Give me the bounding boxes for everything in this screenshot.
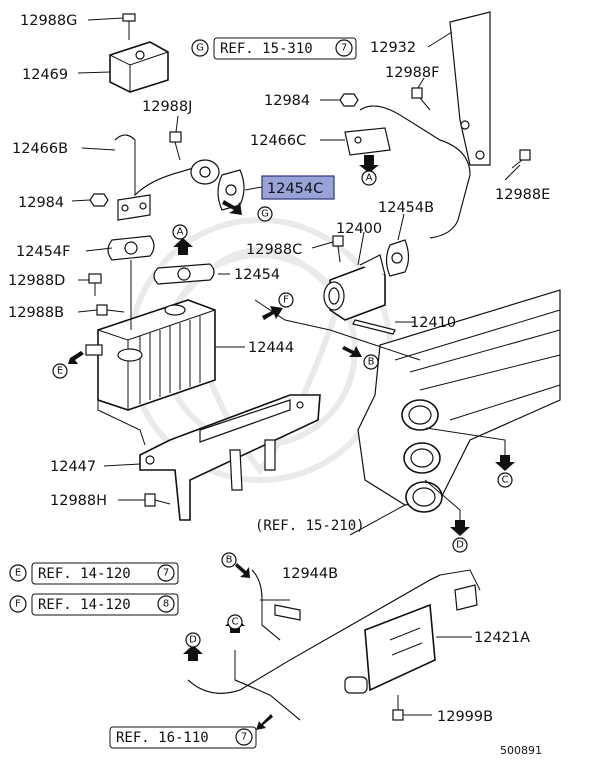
svg-text:REF. 15-310: REF. 15-310 [220, 41, 313, 57]
ref-f-14-120[interactable]: F REF. 14-120 8 [9, 593, 179, 616]
gasket-12454f-drawing [107, 235, 155, 261]
svg-text:7: 7 [341, 43, 347, 54]
svg-text:D: D [189, 635, 197, 646]
gasket-12454-drawing [153, 263, 215, 285]
label-12999b[interactable]: 12999B [437, 709, 493, 725]
svg-text:B: B [226, 555, 233, 566]
bolt-12988j-drawing [169, 131, 182, 161]
marker-c-right: C [497, 472, 513, 488]
marker-b-bottom: B [221, 552, 237, 568]
marker-d-right: D [452, 537, 468, 553]
svg-text:F: F [283, 295, 289, 306]
label-12988f[interactable]: 12988F [385, 65, 439, 81]
svg-text:REF. 16-110: REF. 16-110 [116, 730, 209, 746]
label-12988e[interactable]: 12988E [495, 187, 550, 203]
label-12932[interactable]: 12932 [370, 40, 416, 56]
label-12454[interactable]: 12454 [234, 267, 280, 283]
svg-text:G: G [261, 209, 269, 220]
part-labels: 12988G 12469 12988J 12466B 12984 12454 F … [8, 13, 550, 725]
nut-12984-left-drawing [89, 193, 109, 207]
label-12988h[interactable]: 12988H [50, 493, 107, 509]
label-12469[interactable]: 12469 [22, 67, 68, 83]
ref-top-15-310[interactable]: G REF. 15-310 7 [191, 37, 357, 60]
nut-12984-right-drawing [339, 93, 359, 107]
label-12984-left[interactable]: 12984 [18, 195, 64, 211]
flange-12466c-drawing [344, 127, 391, 156]
label-12466b[interactable]: 12466B [12, 141, 68, 157]
svg-text:F: F [15, 599, 21, 610]
svg-text:D: D [456, 540, 464, 551]
label-12988g[interactable]: 12988G [20, 13, 77, 29]
bolt-12988h-drawing [144, 493, 171, 507]
svg-text:E: E [15, 568, 21, 579]
svg-text:G: G [196, 43, 204, 54]
marker-f: F [278, 292, 294, 308]
marker-d-bottom: D [185, 632, 201, 648]
svg-text:C: C [232, 617, 239, 628]
pipe-12466b-drawing [114, 134, 220, 221]
label-12447[interactable]: 12447 [50, 459, 96, 475]
svg-text:B: B [368, 357, 375, 368]
svg-text:A: A [177, 227, 184, 238]
gasket-12454c-drawing [217, 169, 245, 211]
egr-cooler-12444-drawing [85, 299, 216, 411]
label-12988j[interactable]: 12988J [142, 99, 192, 115]
svg-text:C: C [502, 475, 509, 486]
intake-manifold-drawing [357, 289, 561, 513]
label-12454c-highlighted[interactable]: 12454C [267, 181, 323, 197]
label-12988c[interactable]: 12988C [246, 242, 302, 258]
svg-text:8: 8 [163, 599, 169, 610]
svg-text:(REF. 15-210): (REF. 15-210) [255, 518, 365, 534]
marker-a-left: A [172, 224, 188, 240]
egr-valve-12400-drawing [323, 254, 386, 321]
marker-a-top: A [361, 170, 377, 186]
svg-text:7: 7 [163, 568, 169, 579]
label-12454f[interactable]: 12454F [16, 244, 70, 260]
bolt-12988g-drawing [122, 13, 136, 40]
marker-e-left: E [52, 363, 68, 379]
gasket-12410-drawing [352, 319, 396, 335]
label-12400[interactable]: 12400 [336, 221, 382, 237]
label-12984-right[interactable]: 12984 [264, 93, 310, 109]
label-12444[interactable]: 12444 [248, 340, 294, 356]
bracket-12469-drawing [109, 41, 169, 93]
label-12466c[interactable]: 12466C [250, 133, 306, 149]
bolt-12999b-drawing [392, 695, 404, 721]
hose-harness-drawing [187, 569, 481, 721]
ref-bottom-16-110[interactable]: REF. 16-110 7 [109, 726, 257, 749]
label-12944b[interactable]: 12944B [282, 566, 338, 582]
marker-b-mid: B [363, 354, 379, 370]
bolt-12988e-drawing [511, 149, 531, 169]
bracket-12447-drawing [139, 394, 321, 521]
svg-text:REF. 14-120: REF. 14-120 [38, 597, 131, 613]
egr-pipe-12932-drawing [359, 11, 491, 239]
label-12421a[interactable]: 12421A [474, 630, 530, 646]
label-12454b[interactable]: 12454B [378, 200, 434, 216]
marker-c-bottom: C [227, 614, 243, 630]
bolt-12988f-drawing [411, 87, 431, 111]
bolt-12988c-drawing [332, 235, 344, 263]
svg-text:E: E [57, 366, 63, 377]
gasket-12454b-drawing [385, 239, 410, 277]
ref-mid-15-210[interactable]: (REF. 15-210) [255, 518, 365, 534]
marker-g: G [257, 206, 273, 222]
svg-text:7: 7 [241, 732, 247, 743]
svg-text:A: A [366, 173, 373, 184]
bolt-12988b-drawing [96, 304, 125, 316]
solenoid-valve-12421a-drawing [344, 584, 478, 694]
diagram-id: 500891 [500, 744, 542, 757]
leader-lines [71, 17, 521, 716]
highlight-box-12454c [261, 175, 335, 200]
label-12410[interactable]: 12410 [410, 315, 456, 331]
label-12988d[interactable]: 12988D [8, 273, 65, 289]
bolt-12988d-drawing [88, 273, 102, 296]
ref-e-14-120[interactable]: E REF. 14-120 7 [9, 562, 179, 585]
svg-text:REF. 14-120: REF. 14-120 [38, 566, 131, 582]
label-12988b[interactable]: 12988B [8, 305, 64, 321]
